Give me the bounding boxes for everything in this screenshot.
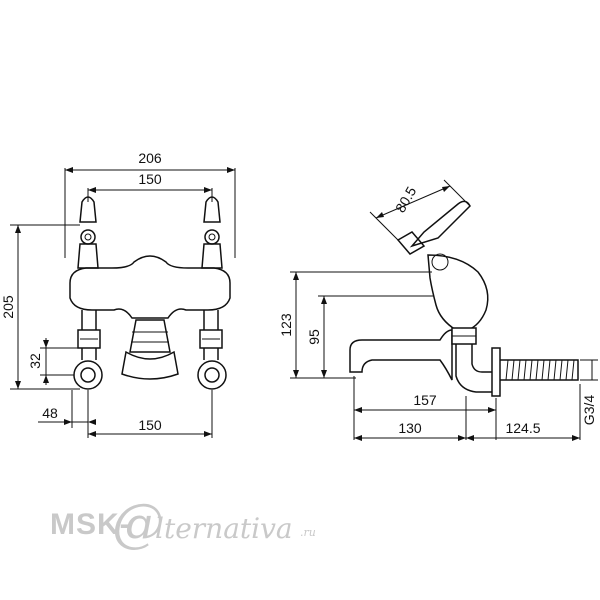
dim-label-side-rear-depth: 124.5 [505,420,540,436]
side-view [290,179,598,441]
dim-label-front-side: 48 [42,405,58,421]
dim-label-front-handle-spacing: 150 [138,171,162,187]
dim-label-front-top-width: 206 [138,150,162,166]
dim-label-side-spout-reach: 157 [413,392,437,408]
watermark-domain: .ru [300,526,316,539]
dim-label-side-thread: G3/4 [581,395,597,426]
dim-label-side-height-total: 123 [278,313,294,337]
dim-label-front-inlet-spacing: 150 [138,417,162,433]
watermark: MSK- @ lternativa .ru [50,494,350,560]
watermark-prefix: MSK- [50,508,131,541]
watermark-name: lternativa [155,512,293,545]
dim-label-side-handle: 80.5 [392,184,420,216]
dim-label-front-height: 205 [0,295,16,319]
watermark-at-sign: @ [112,494,164,554]
dim-label-front-inlet-offset: 32 [27,353,43,369]
dim-label-side-height-spout: 95 [306,329,322,345]
dim-label-side-front-depth: 130 [398,420,422,436]
front-view [10,167,236,438]
